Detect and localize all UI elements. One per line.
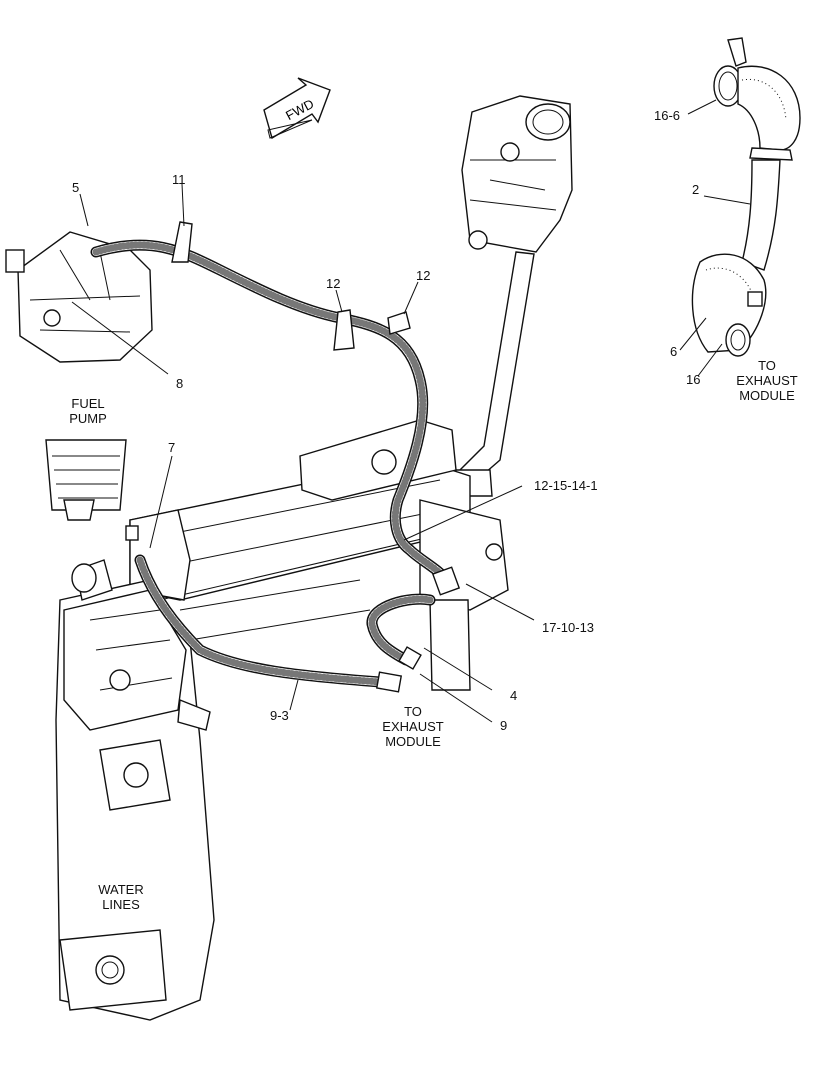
note-to-exhaust-module-top: TO EXHAUST MODULE — [736, 358, 798, 403]
callout-16-6: 16-6 — [654, 108, 681, 123]
callout-9-3: 9-3 — [270, 708, 289, 723]
callout-8: 8 — [176, 376, 184, 391]
callout-12-right: 12 — [416, 268, 431, 283]
callout-17-10-13: 17-10-13 — [542, 620, 595, 635]
callout-16: 16 — [686, 372, 701, 387]
callout-9: 9 — [500, 718, 508, 733]
callout-4: 4 — [510, 688, 518, 703]
callout-6: 6 — [670, 344, 678, 359]
callout-12-left: 12 — [326, 276, 341, 291]
note-water-lines: WATER LINES — [98, 882, 144, 912]
callout-5: 5 — [72, 180, 80, 195]
note-fuel-pump: FUEL PUMP — [69, 396, 107, 426]
callout-7: 7 — [168, 440, 176, 455]
exhaust-elbow-assembly — [691, 37, 801, 357]
engine-rail-assembly — [125, 419, 509, 691]
fuel-pump-assembly — [5, 231, 153, 521]
water-cooler-assembly — [55, 559, 215, 1021]
callout-11: 11 — [172, 172, 186, 187]
callout-12-15-14-1: 12-15-14-1 — [534, 478, 598, 493]
filter-housing-assembly — [453, 95, 573, 497]
note-to-exhaust-module-bottom: TO EXHAUST MODULE — [382, 704, 444, 749]
forward-direction-arrow: FWD — [263, 77, 331, 140]
callout-2: 2 — [692, 182, 700, 197]
fuel-hoses — [90, 221, 461, 693]
leader-lines — [71, 99, 751, 723]
